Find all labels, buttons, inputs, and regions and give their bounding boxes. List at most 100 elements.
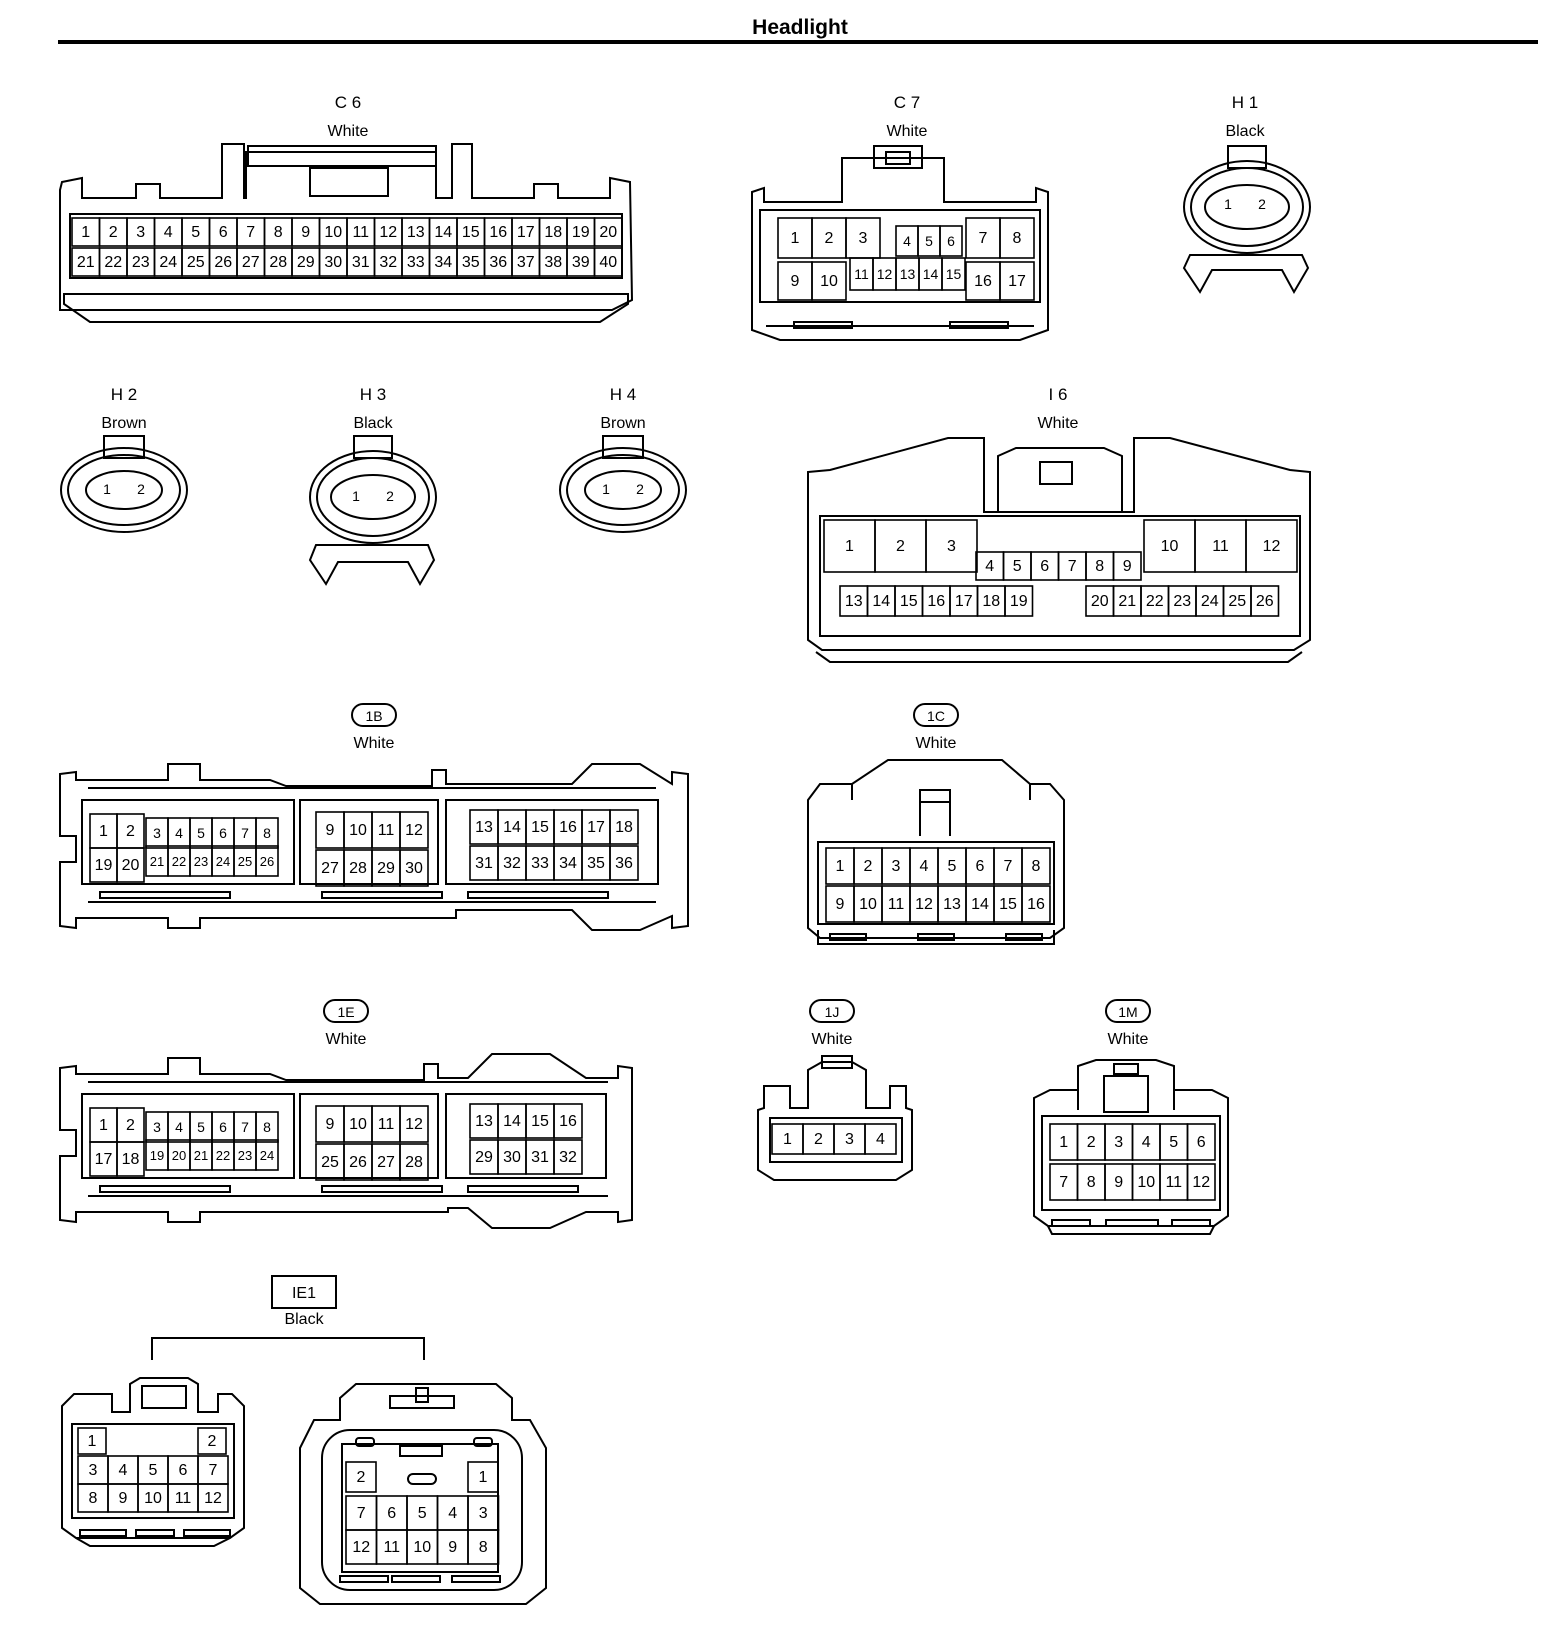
1b-pin-36: 36 [615, 855, 633, 872]
1b-pin-26: 26 [260, 854, 274, 869]
1b-pin-8-cell [255, 817, 279, 849]
i6-pin-1: 1 [845, 538, 854, 555]
c6-pin-38: 38 [544, 254, 562, 271]
1b-pin-31: 31 [475, 855, 493, 872]
i6-pin-6: 6 [1040, 558, 1049, 575]
c7-pin-9: 9 [791, 273, 800, 290]
c6-pin-12: 12 [379, 224, 397, 241]
c6-pin-11: 11 [352, 224, 369, 241]
ie1-left-pin-12: 12 [204, 1490, 222, 1507]
h2-id: H 2 [111, 385, 137, 404]
c6-pin-34: 34 [434, 254, 452, 271]
1e-pin-1: 1 [99, 1117, 108, 1134]
i6-id: I 6 [1049, 385, 1068, 404]
1e-pin-3: 3 [153, 1119, 161, 1135]
1c-color: White [916, 735, 957, 752]
1c-pin-11: 11 [888, 896, 905, 913]
ie1-right-pin-2: 2 [357, 1469, 366, 1486]
ie1-right-pin-11: 11 [383, 1539, 400, 1556]
1b-pin-8: 8 [263, 825, 271, 841]
1b-pin-29: 29 [377, 860, 395, 877]
1b-pin-28: 28 [349, 860, 367, 877]
1e-pin-5: 5 [197, 1119, 205, 1135]
c6-pin-2: 2 [109, 224, 118, 241]
c7-pin-4: 4 [903, 233, 911, 249]
1c-pin-10: 10 [859, 896, 877, 913]
c7-pin-1: 1 [791, 230, 800, 247]
1c-pin-12: 12 [915, 896, 933, 913]
1e-pin-28: 28 [405, 1154, 423, 1171]
connector-h2 [60, 435, 188, 533]
ie1-right-pin-8-cell [467, 1529, 500, 1565]
1c-pin-1: 1 [836, 858, 845, 875]
c7-pin-8: 8 [1013, 230, 1022, 247]
ie1-left-pin-2: 2 [208, 1433, 217, 1450]
1b-pin-12-cell [399, 811, 429, 849]
i6-pin-12-cell [1245, 519, 1298, 573]
c7-pin-17: 17 [1008, 273, 1026, 290]
1m-pin-9: 9 [1114, 1174, 1123, 1191]
i6-pin-5: 5 [1013, 558, 1022, 575]
1e-pin-8: 8 [263, 1119, 271, 1135]
connector-h3 [308, 435, 437, 587]
ie1-left-pin-9: 9 [119, 1490, 128, 1507]
1e-pin-25: 25 [321, 1154, 339, 1171]
h3-pin-2: 2 [386, 488, 394, 504]
c6-pin-22: 22 [104, 254, 122, 271]
1c-pin-3: 3 [892, 858, 901, 875]
ie1-right-pin-6: 6 [387, 1505, 396, 1522]
1e-pin-12-cell [399, 1105, 429, 1143]
h3-id: H 3 [360, 385, 386, 404]
i6-pin-12: 12 [1263, 538, 1281, 555]
connector-h1 [1182, 145, 1311, 295]
c7-pin-8-cell [999, 217, 1035, 259]
1e-id: 1E [337, 1004, 354, 1020]
1m-pin-5: 5 [1169, 1134, 1178, 1151]
1j-pin-4: 4 [876, 1131, 885, 1148]
ie1-id: IE1 [292, 1285, 316, 1302]
c7-pin-15: 15 [946, 266, 962, 282]
i6-pin-23: 23 [1173, 593, 1191, 610]
ie1-left-pin-8: 8 [89, 1490, 98, 1507]
1c-pin-9: 9 [836, 896, 845, 913]
1b-pin-6: 6 [219, 825, 227, 841]
1b-pin-24: 24 [216, 854, 230, 869]
1b-pin-9: 9 [326, 822, 335, 839]
c6-pin-23: 23 [132, 254, 150, 271]
i6-pin-2: 2 [896, 538, 905, 555]
ie1-right-pin-1-cell [467, 1461, 499, 1493]
c6-pin-20: 20 [599, 224, 617, 241]
1b-pin-14: 14 [503, 819, 521, 836]
ie1-right-pin-10: 10 [413, 1539, 431, 1556]
i6-pin-22: 22 [1146, 593, 1164, 610]
c6-pin-36: 36 [489, 254, 507, 271]
c6-pin-6: 6 [219, 224, 228, 241]
i6-pin-9: 9 [1123, 558, 1132, 575]
1b-id: 1B [365, 708, 382, 724]
1c-pin-7: 7 [1004, 858, 1013, 875]
i6-pin-11: 11 [1212, 538, 1229, 555]
ie1-right-pin-4: 4 [448, 1505, 457, 1522]
1c-pin-13: 13 [943, 896, 961, 913]
1m-pin-1: 1 [1059, 1134, 1068, 1151]
h4-pin-1: 1 [602, 481, 610, 497]
1j-pin-2: 2 [814, 1131, 823, 1148]
ie1-right-pin-12: 12 [352, 1539, 370, 1556]
c6-color: White [328, 123, 369, 140]
1b-pin-10: 10 [349, 822, 367, 839]
i6-pin-16: 16 [927, 593, 945, 610]
h3-color: Black [353, 415, 393, 432]
ie1-left-pin-10: 10 [144, 1490, 162, 1507]
1b-pin-7: 7 [241, 825, 249, 841]
c6-pin-25: 25 [187, 254, 205, 271]
c6-pin-27: 27 [242, 254, 260, 271]
1e-pin-26: 26 [349, 1154, 367, 1171]
i6-pin-4: 4 [985, 558, 994, 575]
1c-pin-5: 5 [948, 858, 957, 875]
1c-pin-16: 16 [1027, 896, 1045, 913]
c6-pin-26: 26 [214, 254, 232, 271]
1m-id-badge [1105, 999, 1151, 1023]
c7-pin-17-cell [999, 261, 1035, 301]
h1-id: H 1 [1232, 93, 1258, 112]
1e-pin-30: 30 [503, 1149, 521, 1166]
